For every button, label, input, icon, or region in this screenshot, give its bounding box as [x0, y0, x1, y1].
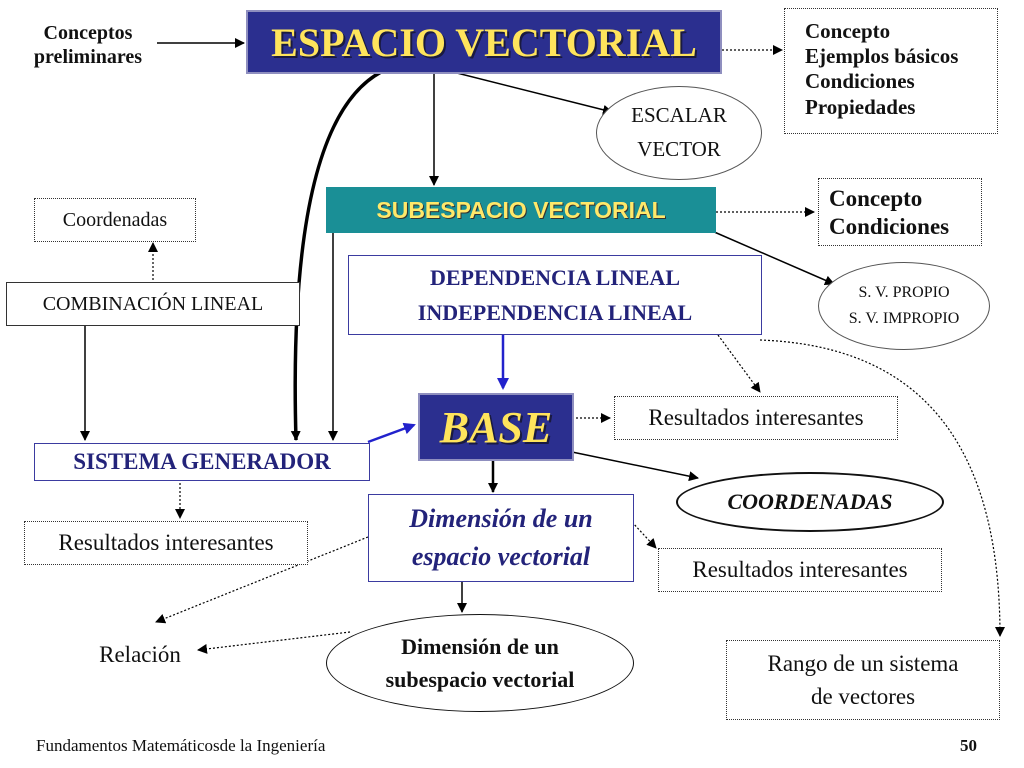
sub-topic-condiciones: Condiciones	[829, 213, 950, 239]
footer-course: Fundamentos Matemáticosde la Ingeniería	[36, 736, 326, 755]
topic-concepto: Concepto	[805, 19, 891, 43]
coordenadas-small-label: Coordenadas	[62, 208, 168, 231]
arrow-espacio-sistema	[290, 68, 386, 441]
arrow-subdim-relacion	[197, 631, 351, 654]
sg-resultados-box: Resultados interesantes	[24, 521, 308, 565]
relacion-label-box: Relación	[80, 638, 200, 672]
independencia-label: INDEPENDENCIA LINEAL	[417, 300, 693, 325]
sv-types-ellipse: S. V. PROPIO S. V. IMPROPIO	[818, 262, 990, 350]
escalar-label: ESCALAR	[631, 103, 727, 128]
arrow-base-coordenadas	[571, 451, 699, 482]
espacio-vectorial-box[interactable]: ESPACIO VECTORIAL	[246, 10, 722, 74]
combinacion-label: COMBINACIÓN LINEAL	[42, 292, 264, 315]
conceptos-preliminares: Conceptos preliminares	[18, 16, 158, 74]
sistema-generador-label: SISTEMA GENERADOR	[73, 449, 331, 474]
subespacio-title: SUBESPACIO VECTORIAL	[376, 196, 666, 223]
espacio-topics-box: Concepto Ejemplos básicos Condiciones Pr…	[784, 8, 998, 134]
base-title: BASE	[439, 402, 553, 452]
base-resultados-label: Resultados interesantes	[648, 405, 864, 430]
base-box[interactable]: BASE	[418, 393, 574, 461]
dim-resultados-box: Resultados interesantes	[658, 548, 942, 592]
topic-propiedades: Propiedades	[805, 94, 916, 119]
arrow-subespacio-sv	[711, 230, 835, 285]
rango-line-2: de vectores	[810, 684, 916, 709]
dimension-ev-box[interactable]: Dimensión de un espacio vectorial	[368, 494, 634, 582]
arrow-espacio-escalar	[444, 69, 613, 115]
arrow-dependencia-rango	[759, 339, 1005, 637]
arrow-dimension-resultados	[631, 521, 657, 549]
dependencia-label: DEPENDENCIA LINEAL	[430, 264, 680, 290]
rango-line-1: Rango de un sistema	[767, 650, 959, 676]
dimension-ev-line-2: espacio vectorial	[411, 542, 591, 571]
dimension-ev-line-1: Dimensión de un	[409, 504, 593, 534]
base-resultados-box: Resultados interesantes	[614, 396, 898, 440]
combinacion-lineal-box[interactable]: COMBINACIÓN LINEAL	[6, 282, 300, 326]
relacion-label: Relación	[99, 642, 181, 667]
espacio-vectorial-title: ESPACIO VECTORIAL	[271, 19, 697, 65]
dependencia-box[interactable]: DEPENDENCIA LINEAL INDEPENDENCIA LINEAL	[348, 255, 762, 335]
topic-condiciones: Condiciones	[805, 69, 915, 94]
dimension-sub-ellipse[interactable]: Dimensión de un subespacio vectorial	[326, 614, 634, 712]
sv-propio: S. V. PROPIO	[858, 284, 950, 302]
preliminares-line-1: Conceptos	[43, 22, 133, 44]
footer-page-number: 50	[960, 736, 977, 755]
coordenadas-label: COORDENADAS	[727, 489, 893, 514]
dimension-sub-line-2: subespacio vectorial	[385, 667, 575, 692]
vector-label: VECTOR	[637, 137, 721, 161]
sv-impropio: S. V. IMPROPIO	[848, 310, 960, 327]
sub-topic-concepto: Concepto	[829, 186, 923, 211]
dim-resultados-label: Resultados interesantes	[692, 557, 908, 582]
escalar-vector-ellipse: ESCALAR VECTOR	[596, 86, 762, 180]
subespacio-vectorial-box[interactable]: SUBESPACIO VECTORIAL	[326, 187, 716, 233]
rango-box: Rango de un sistema de vectores	[726, 640, 1000, 720]
coordenadas-ellipse[interactable]: COORDENADAS	[676, 472, 944, 532]
sistema-generador-box[interactable]: SISTEMA GENERADOR	[34, 443, 370, 481]
subespacio-topics-box: Concepto Condiciones	[818, 178, 982, 246]
preliminares-line-2: preliminares	[33, 46, 143, 68]
dimension-sub-line-1: Dimensión de un	[401, 634, 559, 659]
topic-ejemplos: Ejemplos básicos	[805, 44, 959, 69]
sg-resultados-label: Resultados interesantes	[58, 530, 274, 555]
coordenadas-small-box: Coordenadas	[34, 198, 196, 242]
arrow-dependencia-resultados	[717, 334, 761, 393]
arrow-sistema-base	[367, 422, 416, 444]
